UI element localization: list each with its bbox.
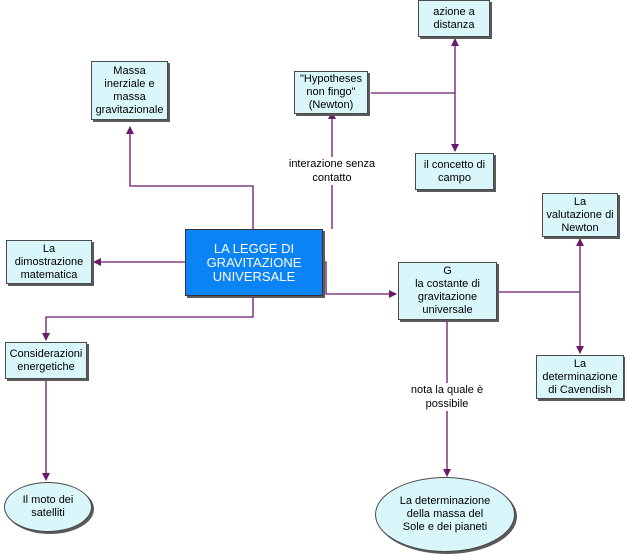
- edge-main-g: [323, 261, 397, 298]
- node-hypotheses-non-fingo[interactable]: "Hypotheses non fingo" (Newton): [294, 71, 368, 114]
- edge-main-energetiche: [42, 296, 254, 341]
- label-interazione: interazione senza contatto: [283, 157, 381, 185]
- node-considerazioni-energetiche[interactable]: Considerazioni energetiche: [5, 342, 87, 379]
- node-moto-satelliti[interactable]: Il moto dei satelliti: [4, 482, 92, 532]
- node-concetto-campo[interactable]: il concetto di campo: [415, 153, 494, 190]
- node-valutazione-newton[interactable]: La valutazione di Newton: [542, 193, 618, 237]
- node-azione-distanza[interactable]: azione a distanza: [418, 0, 490, 37]
- label-nota: nota la quale è possibile: [401, 383, 493, 411]
- node-costante-g[interactable]: G la costante di gravitazione universale: [398, 262, 497, 320]
- node-massa-inerziale[interactable]: Massa inerziale e massa gravitazionale: [91, 61, 168, 120]
- node-determinazione-cavendish[interactable]: La determinazione di Cavendish: [536, 355, 624, 399]
- node-legge-gravitazione[interactable]: LA LEGGE DI GRAVITAZIONE UNIVERSALE: [185, 229, 323, 296]
- node-dimostrazione-matematica[interactable]: La dimostrazione matematica: [6, 240, 92, 284]
- node-massa-sole-pianeti[interactable]: La determinazione della massa del Sole e…: [375, 477, 515, 552]
- edge-main-massa: [126, 126, 254, 229]
